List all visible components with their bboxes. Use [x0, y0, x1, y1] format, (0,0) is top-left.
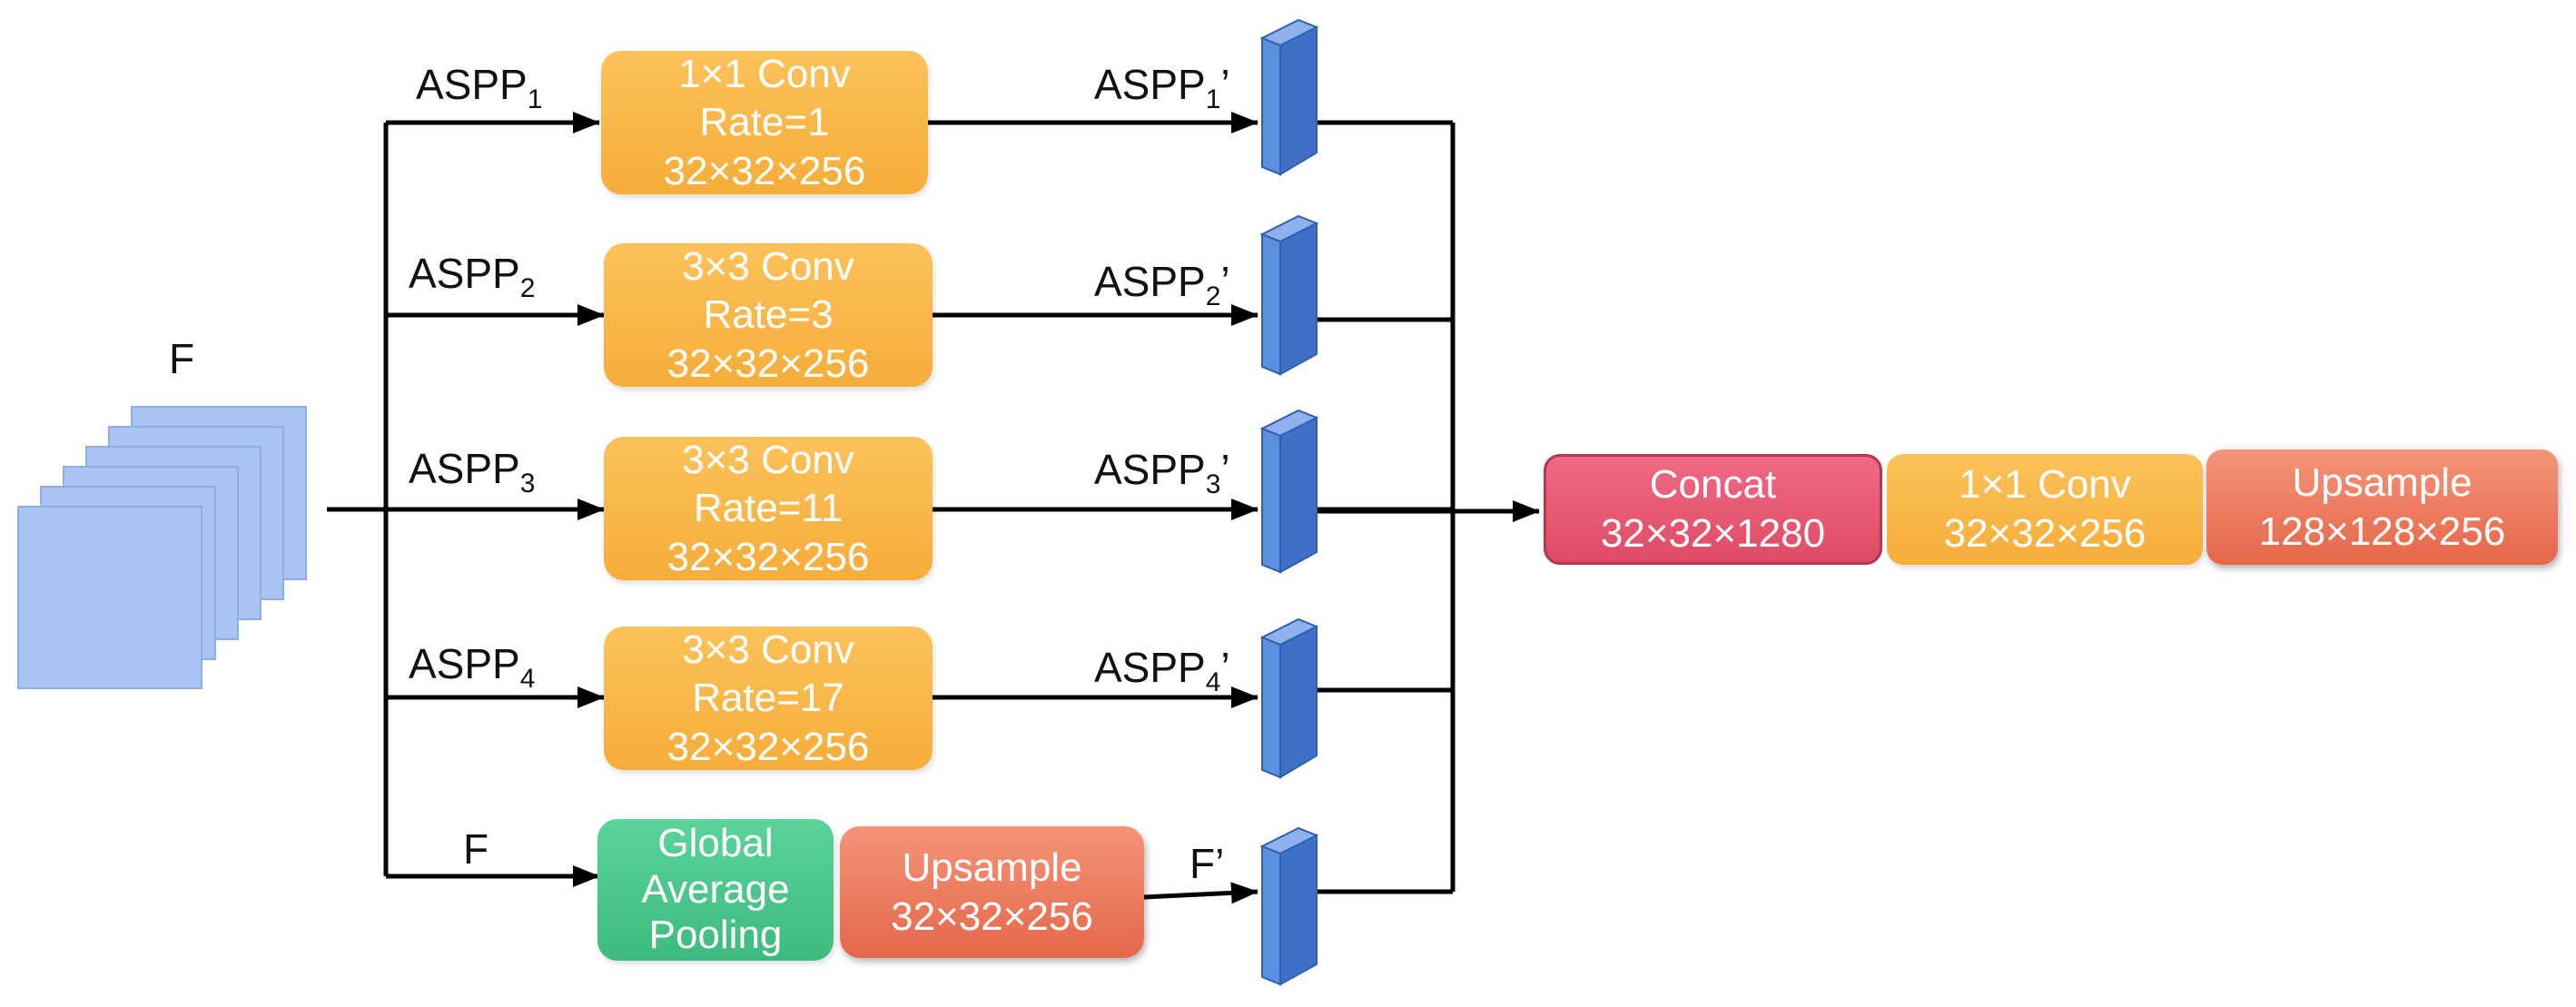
pool-branch-input-label: F — [463, 825, 489, 873]
branch-1-output-label: ASPP1’ — [1094, 61, 1230, 114]
input-feature-stack — [17, 406, 307, 689]
branch-4-output-label: ASPP4’ — [1094, 644, 1230, 697]
branch-2-output-label: ASPP2’ — [1094, 258, 1230, 311]
feature-block-3 — [1259, 409, 1319, 574]
input-label: F — [169, 335, 195, 382]
branch-3-output-label: ASPP3’ — [1094, 446, 1230, 499]
branch-feature-blocks — [1259, 18, 1319, 986]
feature-block-4 — [1259, 617, 1319, 779]
feature-block-pool — [1259, 826, 1319, 986]
branch-1-input-label: ASPP1 — [416, 61, 543, 114]
feature-block-2 — [1259, 214, 1319, 376]
branch-4-input-label: ASPP4 — [409, 640, 536, 694]
branch-3-input-label: ASPP3 — [409, 445, 536, 499]
branch-2-input-label: ASPP2 — [409, 250, 536, 303]
feature-block-1 — [1259, 18, 1319, 176]
pool-branch-output-label: F’ — [1189, 840, 1225, 887]
